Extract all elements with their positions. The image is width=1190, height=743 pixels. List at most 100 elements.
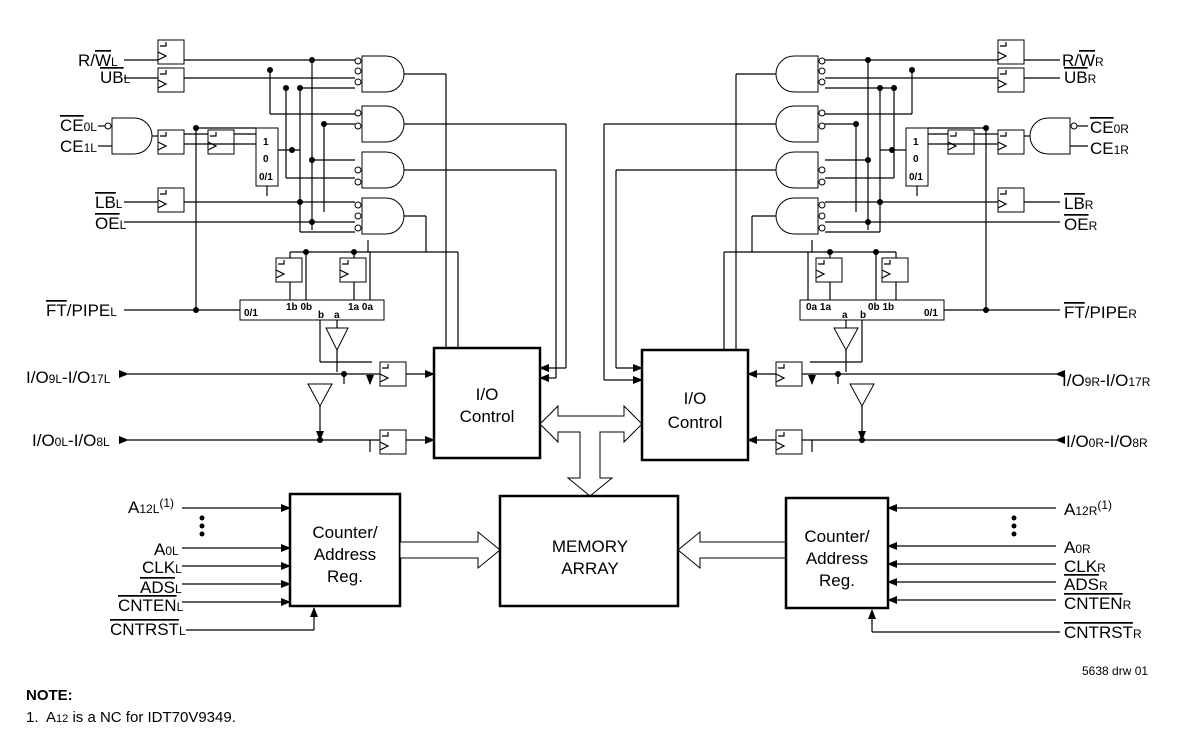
ce0-right-label: CE0R [1090, 118, 1129, 137]
svg-text:I/O: I/O [476, 385, 499, 404]
a0-right-label: A0R [1064, 538, 1091, 557]
ce1-left-label: CE1L [60, 137, 97, 156]
pipe-left-buffer-a [325, 327, 349, 352]
counter-address-register-left: Counter/ Address Reg. [288, 492, 402, 608]
ce1-right-label: CE1R [1090, 139, 1129, 158]
svg-text:1a 0a: 1a 0a [348, 302, 373, 313]
pipe-right-mux: 0a 1a 0b 1b 0/1 a b [799, 299, 945, 321]
bidirectional-bus-arrow [539, 404, 643, 497]
svg-text:0/1: 0/1 [909, 172, 923, 183]
io-high-right-label: I/O9R-I/O17R [1062, 371, 1151, 390]
svg-text:Reg.: Reg. [819, 571, 855, 590]
svg-text:I/O: I/O [684, 389, 707, 408]
io-high-left-label: I/O9L-I/O17L [26, 368, 111, 387]
drawing-id: 5638 drw 01 [1082, 664, 1149, 678]
io-low-left-label: I/O0L-I/O8L [32, 431, 110, 450]
ce-left-and-gate [104, 117, 153, 155]
pipe-left-register-b [275, 257, 303, 283]
address-bus-left-arrow [399, 530, 501, 570]
svg-text:a: a [334, 310, 340, 321]
svg-text:0/1: 0/1 [924, 308, 938, 319]
memory-array-line1: MEMORY [552, 537, 628, 556]
io-low-right-register [775, 429, 803, 455]
svg-text:0: 0 [913, 154, 919, 165]
note-title: NOTE: [26, 687, 73, 704]
and-gate-right-1 [775, 55, 819, 93]
svg-text:Control: Control [668, 413, 723, 432]
cntrst-right-label: CNTRSTR [1064, 623, 1142, 642]
right-port: R/WR UBR CE0R CE1R LBR OER FT/PIPER I/O9… [603, 39, 1151, 642]
io-control-right: I/O Control [640, 348, 750, 462]
ft-pipe-left-label: FT/PIPEL [46, 301, 117, 320]
svg-text:Address: Address [314, 545, 376, 564]
oe-right-label: OER [1064, 215, 1098, 234]
a0-left-label: A0L [154, 540, 179, 559]
pipe-right-buffer-a [833, 327, 859, 352]
lb-left-label: LBL [95, 193, 123, 212]
cnten-left-label: CNTENL [118, 596, 184, 615]
address-ellipsis-left [199, 515, 205, 537]
svg-text:Counter/: Counter/ [312, 523, 377, 542]
rw-left-register [157, 39, 185, 65]
ub-right-register [997, 67, 1025, 93]
svg-text:0/1: 0/1 [259, 172, 273, 183]
svg-text:1: 1 [263, 137, 269, 148]
clk-left-label: CLKL [142, 558, 182, 577]
memory-array-line2: ARRAY [561, 559, 618, 578]
io-control-left: I/O Control [432, 346, 542, 460]
rw-right-label: R/WR [1062, 51, 1104, 70]
and-gate-right-2 [775, 105, 819, 143]
io-low-right-label: I/O0R-I/O8R [1066, 432, 1148, 451]
left-port: R/WL UBL CE0L CE1L LBL OEL FT/PIPEL I/O9… [26, 39, 567, 639]
pipe-right-register-b [881, 257, 909, 283]
address-bus-right-arrow [677, 530, 787, 570]
clk-right-label: CLKR [1064, 557, 1106, 576]
and-gate-left-4 [361, 197, 405, 235]
and-gate-right-4 [775, 197, 819, 235]
svg-text:1b 0b: 1b 0b [286, 302, 312, 313]
a12-right-label: A12R(1) [1064, 498, 1112, 519]
note-text: 1. A12 is a NC for IDT70V9349. [26, 709, 236, 726]
svg-text:0a 1a: 0a 1a [806, 302, 831, 313]
io-high-right-register [775, 361, 803, 387]
ft-pipe-right-label: FT/PIPER [1064, 303, 1137, 322]
ads-right-label: ADSR [1064, 575, 1108, 594]
svg-text:Reg.: Reg. [327, 567, 363, 586]
lb-right-register [997, 187, 1025, 213]
ce-right-register [997, 129, 1025, 155]
rw-right-register [997, 39, 1025, 65]
pipe-left-register-a [339, 257, 367, 283]
svg-text:1: 1 [913, 137, 919, 148]
svg-text:Control: Control [460, 407, 515, 426]
ub-left-label: UBL [100, 68, 131, 87]
lb-left-register [157, 187, 185, 213]
pipe-right-buffer-b [849, 383, 875, 408]
ce0-left-label: CE0L [60, 116, 97, 135]
svg-text:b: b [318, 310, 324, 321]
ce-left-mux: 1 0 0/1 [255, 127, 279, 187]
counter-address-register-right: Counter/ Address Reg. [784, 496, 890, 610]
pipe-left-buffer-b [307, 383, 333, 408]
io-high-left-register [379, 361, 407, 387]
ce-right-mux: 1 0 0/1 [905, 127, 929, 187]
a12-left-label: A12L(1) [128, 496, 174, 517]
footnote: NOTE: 1. A12 is a NC for IDT70V9349. [26, 685, 236, 730]
svg-text:0b 1b: 0b 1b [868, 302, 894, 313]
rw-left-label: R/WL [78, 51, 118, 70]
memory-core: MEMORY ARRAY [399, 404, 787, 608]
pipe-left-mux: 0/1 1b 0b 1a 0a b a [239, 299, 385, 321]
svg-text:b: b [860, 310, 866, 321]
ce-left-register-2 [207, 129, 235, 155]
lb-right-label: LBR [1064, 194, 1094, 213]
pipe-right-register-a [815, 257, 843, 283]
and-gate-left-1 [361, 55, 405, 93]
ce-right-register-2 [947, 129, 975, 155]
svg-text:0: 0 [263, 154, 269, 165]
cntrst-left-label: CNTRSTL [110, 620, 186, 639]
ub-left-register [157, 67, 185, 93]
svg-text:a: a [842, 310, 848, 321]
and-gate-right-3 [775, 151, 819, 189]
and-gate-left-3 [361, 151, 405, 189]
ce-left-register [157, 129, 185, 155]
